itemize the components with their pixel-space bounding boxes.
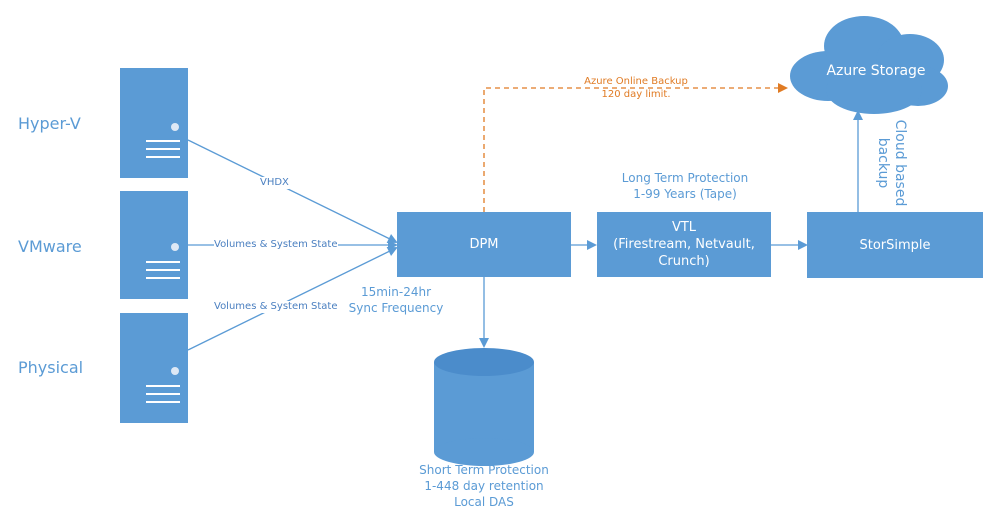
das-line-1: Short Term Protection xyxy=(419,463,549,477)
storsimple-box: StorSimple xyxy=(807,212,983,278)
das-line-2: 1-448 day retention xyxy=(424,479,544,493)
sync-frequency-note: 15min-24hr Sync Frequency xyxy=(344,284,448,316)
server-icon xyxy=(120,68,188,178)
edge-dpm-azure xyxy=(483,83,788,212)
cloud-backup-line-2: backup xyxy=(875,137,891,189)
vtl-caption: Long Term Protection 1-99 Years (Tape) xyxy=(600,170,770,202)
edge-label-volumes-physical: Volumes & System State xyxy=(214,301,338,313)
server-icon xyxy=(120,191,188,299)
cloud-icon xyxy=(790,16,948,114)
edge-physical-dpm xyxy=(187,247,398,351)
edge-label-volumes-vmware: Volumes & System State xyxy=(214,239,338,251)
dpm-box: DPM xyxy=(397,212,571,277)
azure-backup-line-2: 120 day limit. xyxy=(601,89,671,100)
sync-line-2: Sync Frequency xyxy=(348,301,444,315)
edge-hyperv-dpm xyxy=(187,139,398,243)
vtl-caption-line-1: Long Term Protection xyxy=(621,171,749,185)
azure-backup-note: Azure Online Backup 120 day limit. xyxy=(566,75,706,101)
vtl-box: VTL (Firestream, Netvault, Crunch) xyxy=(597,212,771,277)
label-vmware: VMware xyxy=(18,237,82,256)
dpm-label: DPM xyxy=(469,237,499,252)
vtl-line-2: (Firestream, Netvault, xyxy=(613,237,755,252)
edge-label-vhdx: VHDX xyxy=(260,177,289,189)
cloud-backup-line-1: Cloud based xyxy=(892,119,908,207)
azure-backup-line-1: Azure Online Backup xyxy=(584,76,688,87)
vtl-line-3: Crunch) xyxy=(658,254,710,269)
das-line-3: Local DAS xyxy=(454,495,514,509)
azure-storage-label: Azure Storage xyxy=(826,63,926,79)
sync-line-1: 15min-24hr xyxy=(360,285,432,299)
vtl-caption-line-2: 1-99 Years (Tape) xyxy=(633,187,737,201)
cylinder-icon xyxy=(434,348,534,466)
server-icon xyxy=(120,313,188,423)
storsimple-label: StorSimple xyxy=(859,237,931,253)
cloud-backup-note: Cloud based backup xyxy=(870,112,910,207)
label-physical: Physical xyxy=(18,358,84,377)
das-caption: Short Term Protection 1-448 day retentio… xyxy=(404,462,564,510)
label-hyperv: Hyper-V xyxy=(18,114,81,133)
vtl-line-1: VTL xyxy=(671,220,697,235)
